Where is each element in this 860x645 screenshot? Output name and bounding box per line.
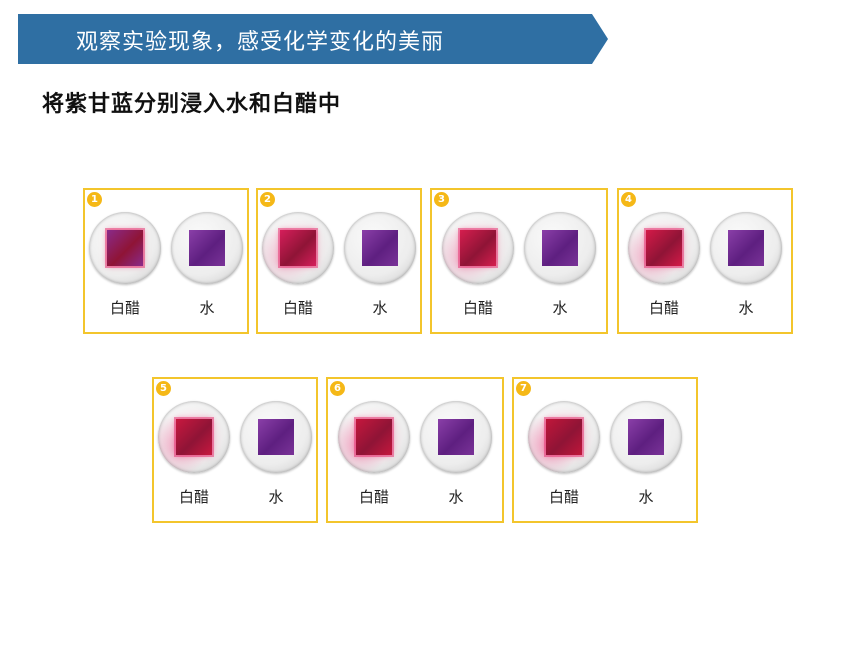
- water-label: 水: [552, 299, 568, 317]
- cabbage-leaf-in-vinegar: [546, 419, 582, 455]
- experiment-panel: 4 白醋 水: [617, 188, 793, 334]
- cabbage-leaf-in-vinegar: [107, 230, 143, 266]
- step-number-badge: 6: [330, 381, 345, 396]
- vinegar-petri-dish: [89, 212, 161, 284]
- water-petri-dish: [344, 212, 416, 284]
- water-label: 水: [638, 488, 654, 506]
- step-number-badge: 3: [434, 192, 449, 207]
- water-petri-dish: [610, 401, 682, 473]
- cabbage-leaf-in-water: [189, 230, 225, 266]
- water-petri-dish: [710, 212, 782, 284]
- vinegar-petri-dish: [528, 401, 600, 473]
- cabbage-leaf-in-vinegar: [356, 419, 392, 455]
- experiment-panel: 5 白醋 水: [152, 377, 318, 523]
- cabbage-leaf-in-water: [438, 419, 474, 455]
- vinegar-petri-dish: [158, 401, 230, 473]
- title-banner: 观察实验现象，感受化学变化的美丽: [18, 14, 608, 64]
- cabbage-leaf-in-water: [542, 230, 578, 266]
- water-petri-dish: [171, 212, 243, 284]
- vinegar-label: 白醋: [358, 488, 389, 506]
- experiment-panel: 2 白醋 水: [256, 188, 422, 334]
- cabbage-leaf-in-water: [258, 419, 294, 455]
- step-number-badge: 5: [156, 381, 171, 396]
- cabbage-leaf-in-vinegar: [646, 230, 682, 266]
- water-label: 水: [448, 488, 464, 506]
- vinegar-label: 白醋: [109, 299, 140, 317]
- water-petri-dish: [240, 401, 312, 473]
- slide-title: 观察实验现象，感受化学变化的美丽: [76, 30, 445, 55]
- vinegar-label: 白醋: [282, 299, 313, 317]
- cabbage-leaf-in-water: [728, 230, 764, 266]
- water-label: 水: [268, 488, 284, 506]
- water-petri-dish: [420, 401, 492, 473]
- water-label: 水: [738, 299, 754, 317]
- cabbage-leaf-in-vinegar: [460, 230, 496, 266]
- step-number-badge: 2: [260, 192, 275, 207]
- vinegar-petri-dish: [442, 212, 514, 284]
- water-label: 水: [372, 299, 388, 317]
- vinegar-label: 白醋: [548, 488, 579, 506]
- experiment-panel: 3 白醋 水: [430, 188, 608, 334]
- cabbage-leaf-in-vinegar: [176, 419, 212, 455]
- cabbage-leaf-in-water: [362, 230, 398, 266]
- experiment-panel: 1 白醋 水: [83, 188, 249, 334]
- step-number-badge: 4: [621, 192, 636, 207]
- vinegar-petri-dish: [628, 212, 700, 284]
- vinegar-petri-dish: [262, 212, 334, 284]
- experiment-panel: 6 白醋 水: [326, 377, 504, 523]
- cabbage-leaf-in-vinegar: [280, 230, 316, 266]
- vinegar-petri-dish: [338, 401, 410, 473]
- step-number-badge: 1: [87, 192, 102, 207]
- cabbage-leaf-in-water: [628, 419, 664, 455]
- experiment-panel: 7 白醋 水: [512, 377, 698, 523]
- water-petri-dish: [524, 212, 596, 284]
- vinegar-label: 白醋: [462, 299, 493, 317]
- experiment-description: 将紫甘蓝分别浸入水和白醋中: [42, 92, 342, 117]
- vinegar-label: 白醋: [648, 299, 679, 317]
- step-number-badge: 7: [516, 381, 531, 396]
- vinegar-label: 白醋: [178, 488, 209, 506]
- water-label: 水: [199, 299, 215, 317]
